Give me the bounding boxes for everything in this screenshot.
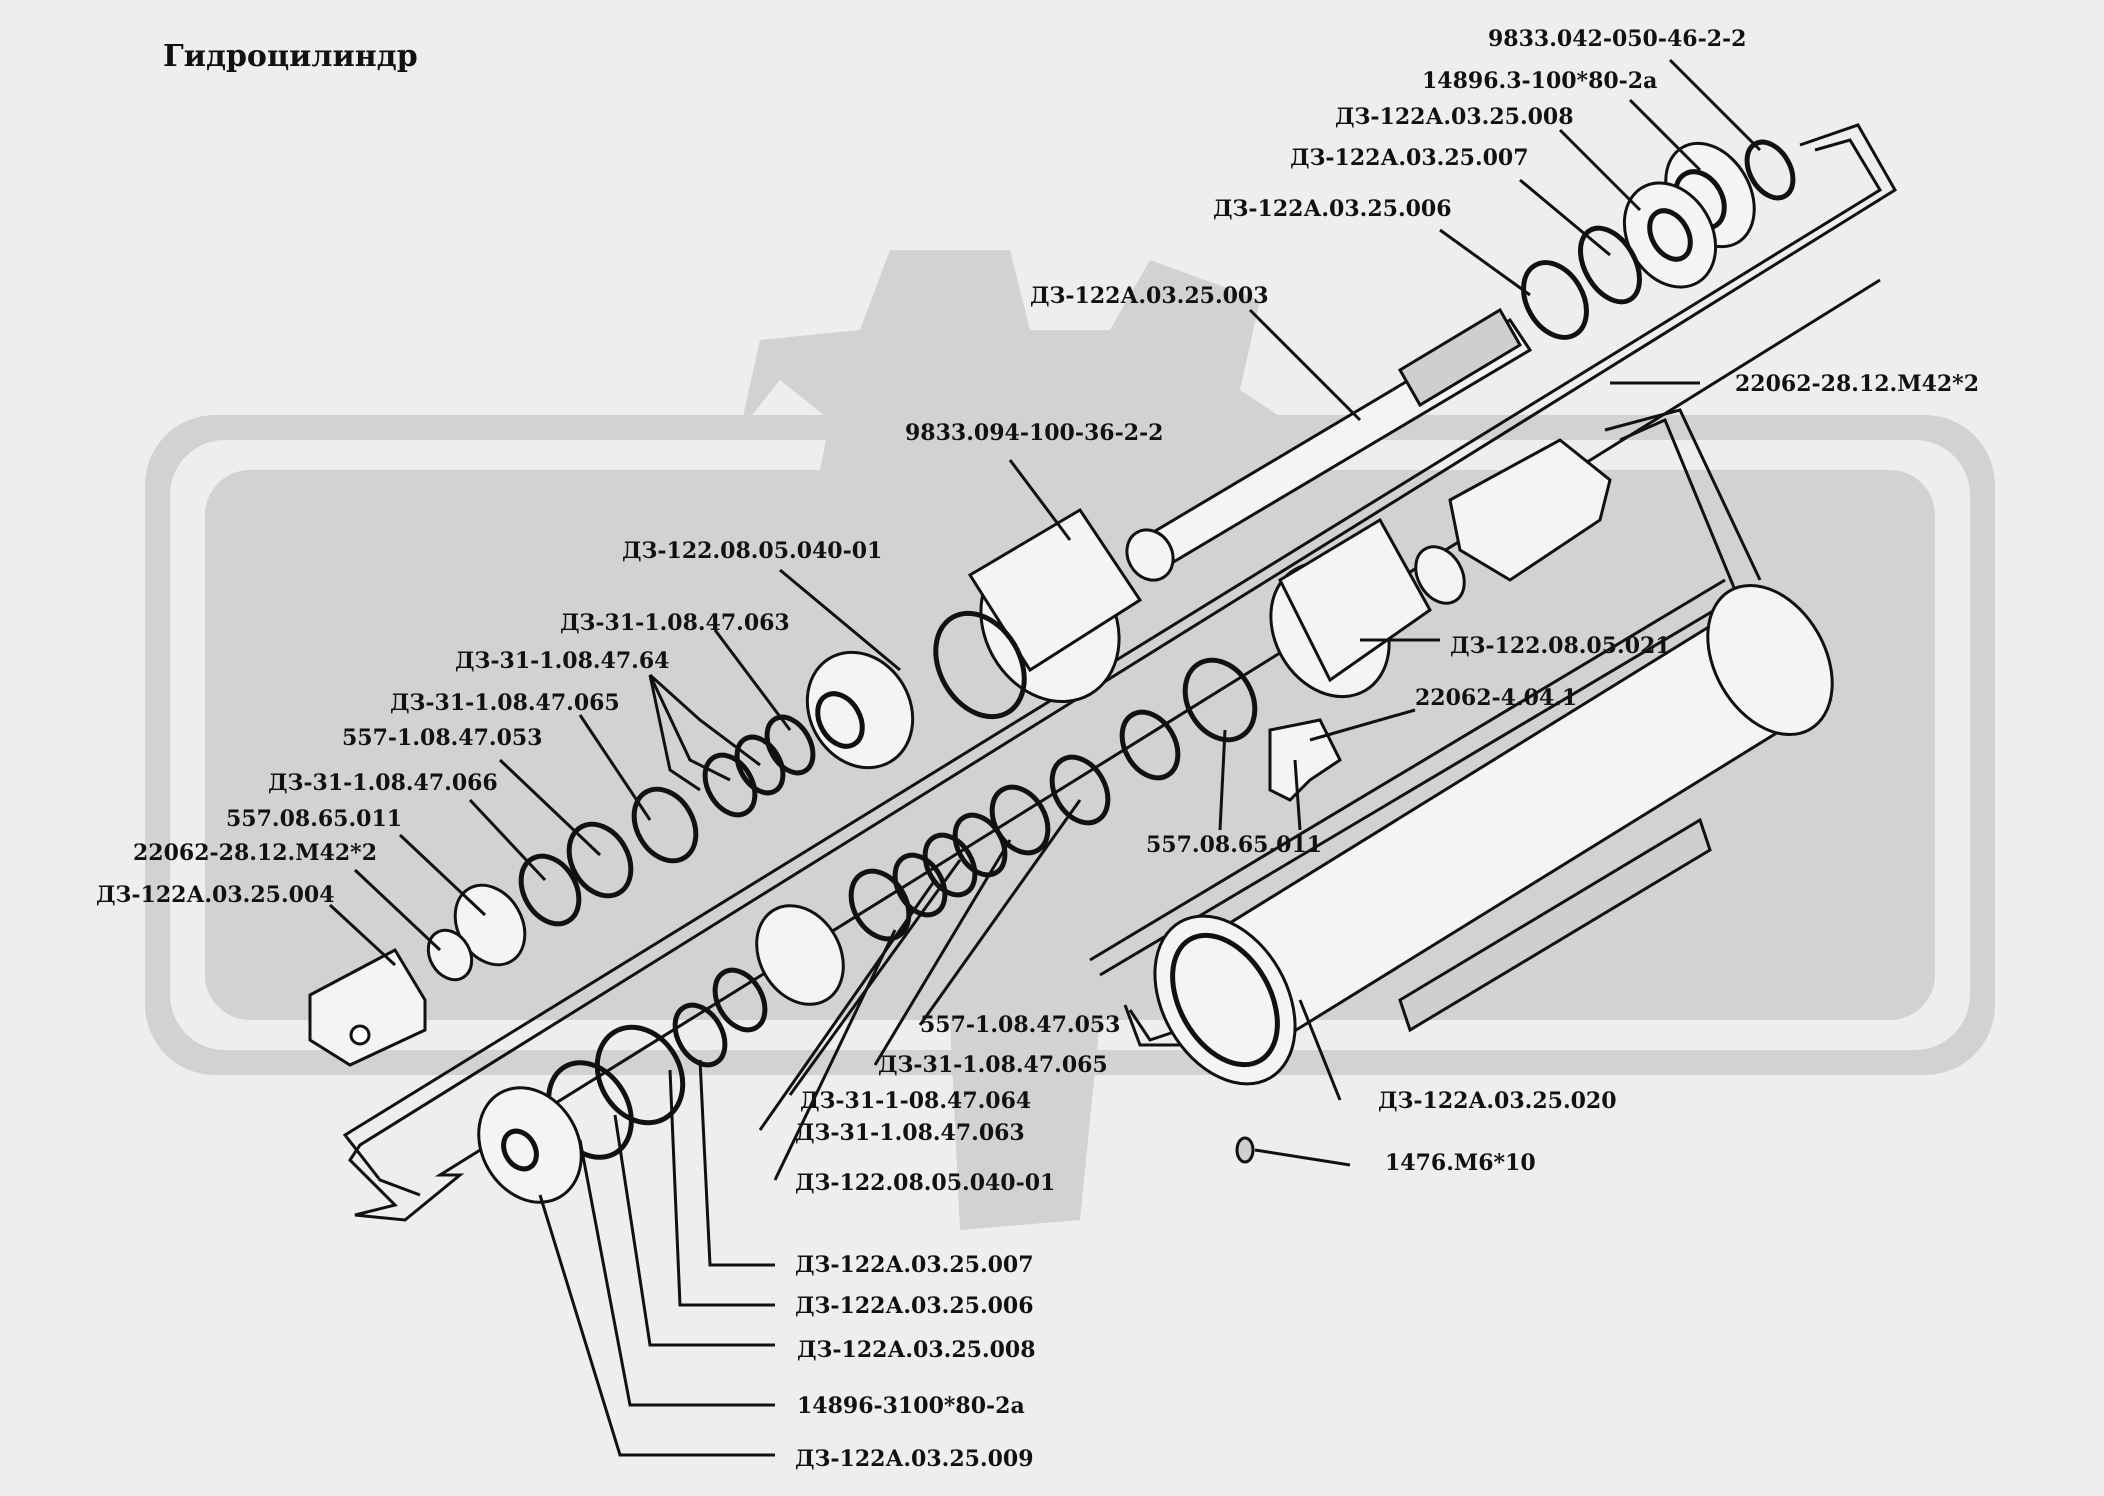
- part-label: ДЗ-31-1-08.47.064: [800, 1088, 1031, 1114]
- part-label: 557.08.65.011: [1146, 832, 1322, 858]
- part-label: 9833.094-100-36-2-2: [905, 420, 1164, 446]
- upper-row-parts: [308, 139, 1796, 1067]
- rod-eye-part: [308, 948, 427, 1067]
- part-label: 557-1.08.47.053: [920, 1012, 1121, 1038]
- part-label: 14896-3100*80-2а: [797, 1393, 1025, 1419]
- gland-part: [477, 1086, 583, 1204]
- part-label: ДЗ-122А.03.25.007: [795, 1252, 1034, 1278]
- part-label: 557-1.08.47.053: [342, 725, 543, 751]
- barrel-end-part: [1153, 914, 1297, 1086]
- part-label: 22062-4.04.1: [1415, 685, 1577, 711]
- part-label: ДЗ-122.08.05.021: [1450, 633, 1671, 659]
- part-label: 14896.3-100*80-2а: [1422, 68, 1657, 94]
- part-label: ДЗ-122А.03.25.020: [1378, 1088, 1617, 1114]
- part-label: ДЗ-122А.03.25.003: [1030, 283, 1269, 309]
- part-label: ДЗ-122.08.05.040-01: [795, 1170, 1055, 1196]
- part-label: ДЗ-31-1.08.47.063: [560, 610, 790, 636]
- snap-ring-part: [1578, 225, 1642, 305]
- part-label: ДЗ-31-1.08.47.64: [455, 648, 669, 674]
- part-label: ДЗ-31-1.08.47.065: [878, 1052, 1108, 1078]
- part-label: ДЗ-122А.03.25.009: [795, 1446, 1034, 1472]
- part-label: ДЗ-122А.03.25.006: [1213, 196, 1452, 222]
- part-label: ДЗ-122А.03.25.008: [797, 1337, 1036, 1363]
- leader-lines: [328, 58, 1762, 1457]
- part-labels: 9833.042-050-46-2-2 14896.3-100*80-2а ДЗ…: [96, 26, 1979, 1472]
- part-label: ДЗ-122А.03.25.004: [96, 882, 335, 908]
- part-label: ДЗ-31-1.08.47.063: [795, 1120, 1025, 1146]
- part-label: ДЗ-31-1.08.47.065: [390, 690, 620, 716]
- part-label: 9833.042-050-46-2-2: [1488, 26, 1747, 52]
- diagram-title: Гидроцилиндр: [163, 39, 418, 74]
- part-label: ДЗ-31-1.08.47.066: [268, 770, 498, 796]
- bolt-part: [1235, 1136, 1255, 1164]
- part-label: 22062-28.12.М42*2: [1735, 371, 1979, 397]
- part-label: ДЗ-122А.03.25.006: [795, 1293, 1034, 1319]
- fitting-part: [1268, 718, 1342, 802]
- part-label: ДЗ-122А.03.25.008: [1335, 104, 1574, 130]
- part-label: 1476.М6*10: [1385, 1150, 1536, 1176]
- watermark-logo: [145, 250, 1995, 1230]
- part-label: ДЗ-122.08.05.040-01: [622, 538, 882, 564]
- lower-row-parts: [477, 438, 1834, 1204]
- part-label: ДЗ-122А.03.25.007: [1290, 145, 1529, 171]
- cylinder-eye-part: [1448, 438, 1612, 582]
- part-label: 557.08.65.011: [226, 806, 402, 832]
- part-label: 22062-28.12.М42*2: [133, 840, 377, 866]
- washer-part: [1521, 260, 1589, 340]
